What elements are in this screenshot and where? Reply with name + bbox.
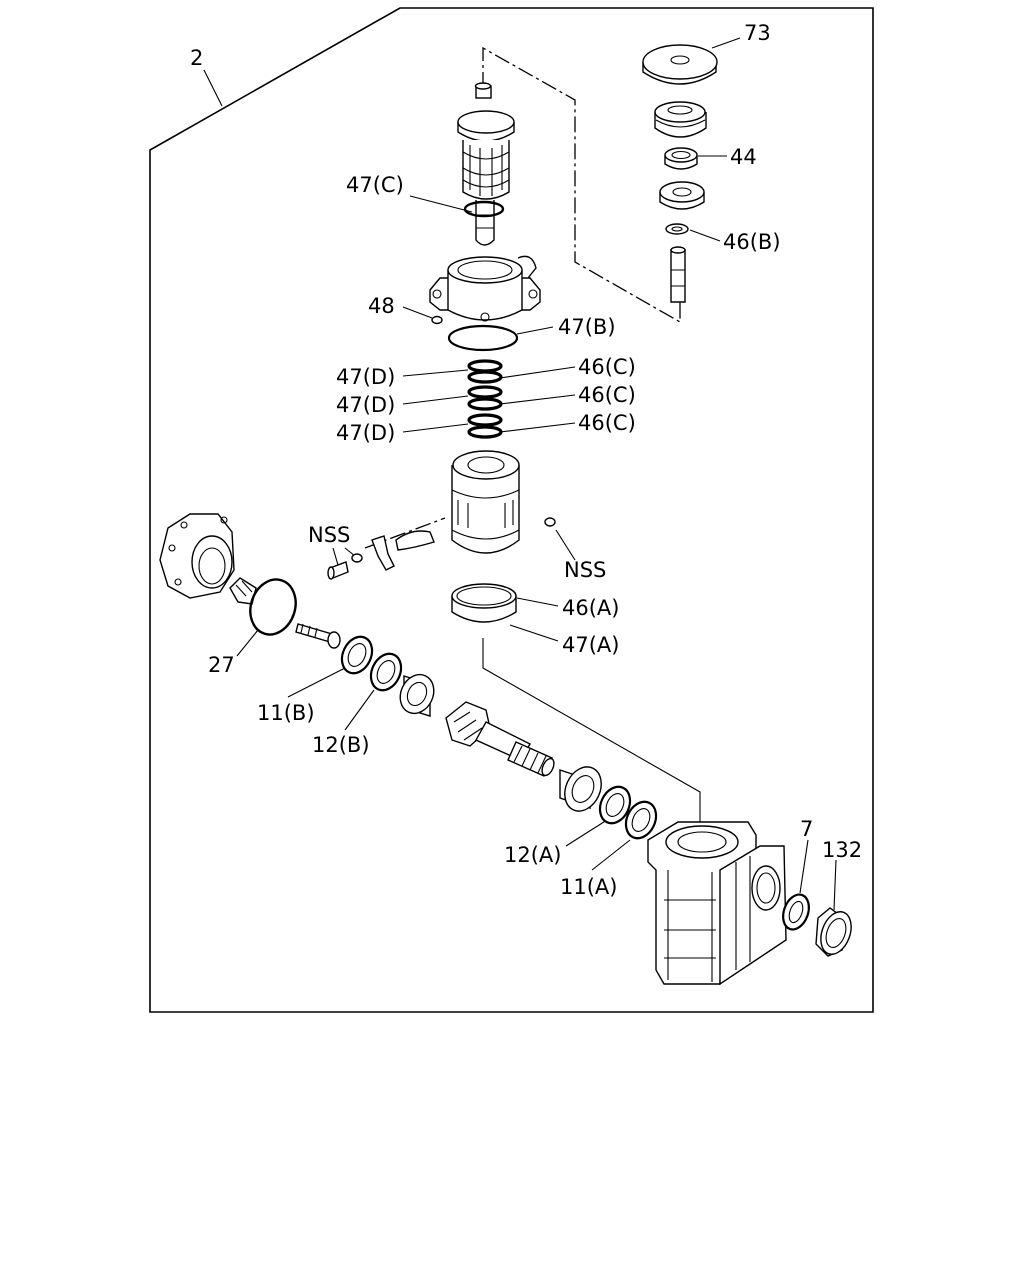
adjuster-stud bbox=[670, 246, 686, 303]
needle-bearing-right bbox=[559, 766, 602, 812]
alignment-line-upper bbox=[482, 46, 681, 324]
seal-44 bbox=[664, 147, 698, 170]
label-12a: 12(A) bbox=[504, 843, 561, 867]
bolt-nss bbox=[327, 553, 363, 580]
washer-46b bbox=[665, 223, 689, 235]
label-44: 44 bbox=[730, 145, 757, 169]
sector-shaft bbox=[445, 701, 555, 777]
needle-bearing-left bbox=[399, 673, 435, 717]
label-11b: 11(B) bbox=[257, 701, 315, 725]
label-46b-top: 46(B) bbox=[723, 230, 781, 254]
plug-132 bbox=[815, 907, 852, 957]
label-46c-2: 46(C) bbox=[578, 383, 636, 407]
seal-holder bbox=[654, 101, 707, 138]
cap-73 bbox=[642, 44, 718, 85]
side-cover bbox=[159, 513, 235, 599]
label-132: 132 bbox=[822, 838, 862, 862]
label-47d-1: 47(D) bbox=[336, 365, 395, 389]
piston bbox=[451, 450, 520, 554]
label-27: 27 bbox=[208, 653, 235, 677]
label-nss-left: NSS bbox=[308, 523, 350, 547]
label-47b: 47(B) bbox=[558, 315, 616, 339]
gear-housing bbox=[647, 821, 787, 986]
label-assembly-2: 2 bbox=[190, 46, 203, 70]
label-46c-3: 46(C) bbox=[578, 411, 636, 435]
label-46a: 46(A) bbox=[562, 596, 619, 620]
o-ring-47c bbox=[463, 200, 505, 218]
assembly-frame bbox=[149, 7, 874, 1013]
valve-housing bbox=[429, 255, 541, 322]
seal-7 bbox=[782, 893, 810, 931]
o-ring-47b bbox=[447, 324, 519, 352]
rotary-valve bbox=[457, 82, 515, 246]
label-73: 73 bbox=[744, 21, 771, 45]
label-11a: 11(A) bbox=[560, 875, 617, 899]
ball-guide bbox=[371, 530, 435, 571]
label-48: 48 bbox=[368, 294, 395, 318]
label-46c-1: 46(C) bbox=[578, 355, 636, 379]
ball-nss bbox=[544, 517, 556, 527]
label-47d-3: 47(D) bbox=[336, 421, 395, 445]
piston-rings-46a-47a bbox=[451, 583, 517, 623]
label-12b: 12(B) bbox=[312, 733, 370, 757]
bearing bbox=[659, 181, 705, 210]
label-47c: 47(C) bbox=[346, 173, 404, 197]
label-nss-right: NSS bbox=[564, 558, 606, 582]
alignment-line-lower bbox=[482, 638, 701, 850]
part-labels: 2 73 44 46(B) 47(C) 48 47(B) 47(D) 47(D)… bbox=[190, 21, 862, 899]
bolt bbox=[295, 623, 341, 649]
seal-ring-stack bbox=[467, 359, 503, 439]
label-47a: 47(A) bbox=[562, 633, 619, 657]
leader-lines bbox=[203, 37, 837, 911]
label-7: 7 bbox=[800, 817, 813, 841]
o-ring-27 bbox=[249, 578, 297, 636]
o-ring-48 bbox=[431, 315, 443, 325]
label-47d-2: 47(D) bbox=[336, 393, 395, 417]
